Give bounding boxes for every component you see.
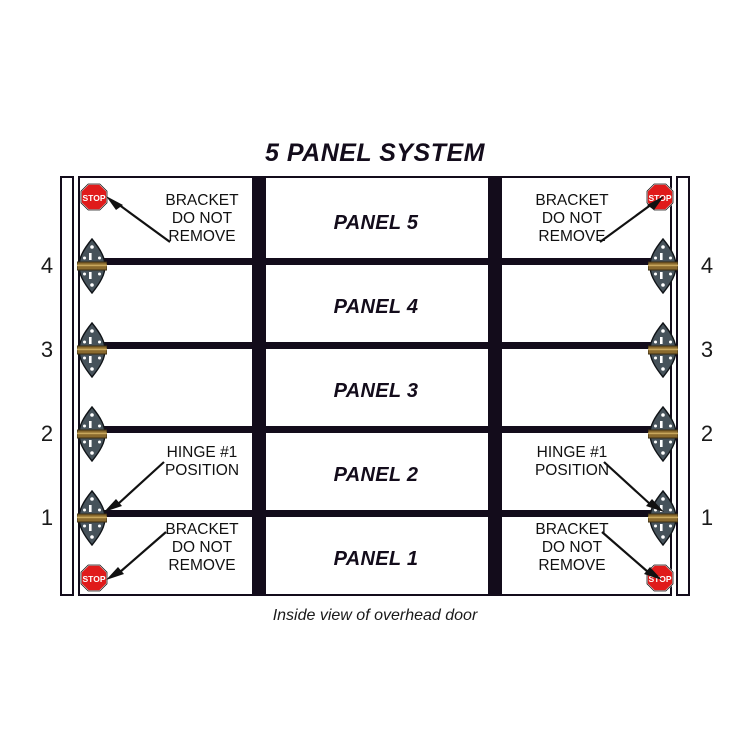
- hinge-position-number-right-2: 2: [700, 421, 714, 446]
- door-hinge-icon-right-2: [648, 406, 678, 462]
- callout-hinge-left: HINGE #1 POSITION: [164, 444, 240, 479]
- door-hinge-icon-left-4: [77, 238, 107, 294]
- panel-label-3: PANEL 3: [333, 380, 419, 402]
- panel-divider-3-4: [80, 342, 674, 349]
- panel-divider-4-5: [80, 258, 674, 265]
- callout-bracket-bottom-right: BRACKET DO NOT REMOVE: [535, 521, 609, 574]
- panel-label-1: PANEL 1: [333, 548, 419, 570]
- door-hinge-icon-left-2: [77, 406, 107, 462]
- door-hinge-icon-right-4: [648, 238, 678, 294]
- pointer-arrow-icon-hinge-left: [102, 458, 168, 514]
- panel-label-5: PANEL 5: [333, 212, 419, 234]
- pointer-arrow-icon-bracket-top-left: [104, 196, 174, 246]
- svg-text:STOP: STOP: [83, 574, 106, 584]
- garage-door-body: [78, 176, 674, 596]
- hinge-position-number-left-2: 2: [40, 421, 54, 446]
- panel-divider-1-2: [80, 510, 674, 517]
- hinge-position-number-left-3: 3: [40, 337, 54, 362]
- door-hinge-icon-left-1: [77, 490, 107, 546]
- pointer-arrow-icon-bracket-bottom-left: [104, 528, 170, 580]
- callout-bracket-bottom-left: BRACKET DO NOT REMOVE: [165, 521, 239, 574]
- callout-bracket-top-right: BRACKET DO NOT REMOVE: [535, 192, 609, 245]
- door-stile-left: [252, 178, 266, 594]
- door-track-right: [676, 176, 690, 596]
- hinge-position-number-right-3: 3: [700, 337, 714, 362]
- hinge-position-number-left-4: 4: [40, 253, 54, 278]
- pointer-arrow-icon-bracket-bottom-right: [598, 528, 664, 580]
- pointer-arrow-icon-bracket-top-right: [596, 196, 666, 246]
- svg-text:STOP: STOP: [83, 193, 106, 203]
- pointer-arrow-icon-hinge-right: [600, 458, 666, 514]
- door-track-left: [60, 176, 74, 596]
- panel-divider-2-3: [80, 426, 674, 433]
- diagram-caption: Inside view of overhead door: [272, 607, 478, 624]
- door-hinge-icon-right-3: [648, 322, 678, 378]
- svg-text:STOP: STOP: [649, 193, 672, 203]
- hinge-position-number-right-4: 4: [700, 253, 714, 278]
- door-stile-right: [488, 178, 502, 594]
- callout-bracket-top-left: BRACKET DO NOT REMOVE: [165, 192, 239, 245]
- panel-label-2: PANEL 2: [333, 464, 419, 486]
- stop-sign-icon-bottom-left: STOP: [80, 564, 108, 592]
- hinge-position-number-left-1: 1: [40, 505, 54, 530]
- diagram-title: 5 PANEL SYSTEM: [264, 139, 485, 167]
- callout-hinge-right: HINGE #1 POSITION: [534, 444, 610, 479]
- panel-label-4: PANEL 4: [333, 296, 419, 318]
- stop-sign-icon-top-left: STOP: [80, 183, 108, 211]
- hinge-position-number-right-1: 1: [700, 505, 714, 530]
- door-hinge-icon-left-3: [77, 322, 107, 378]
